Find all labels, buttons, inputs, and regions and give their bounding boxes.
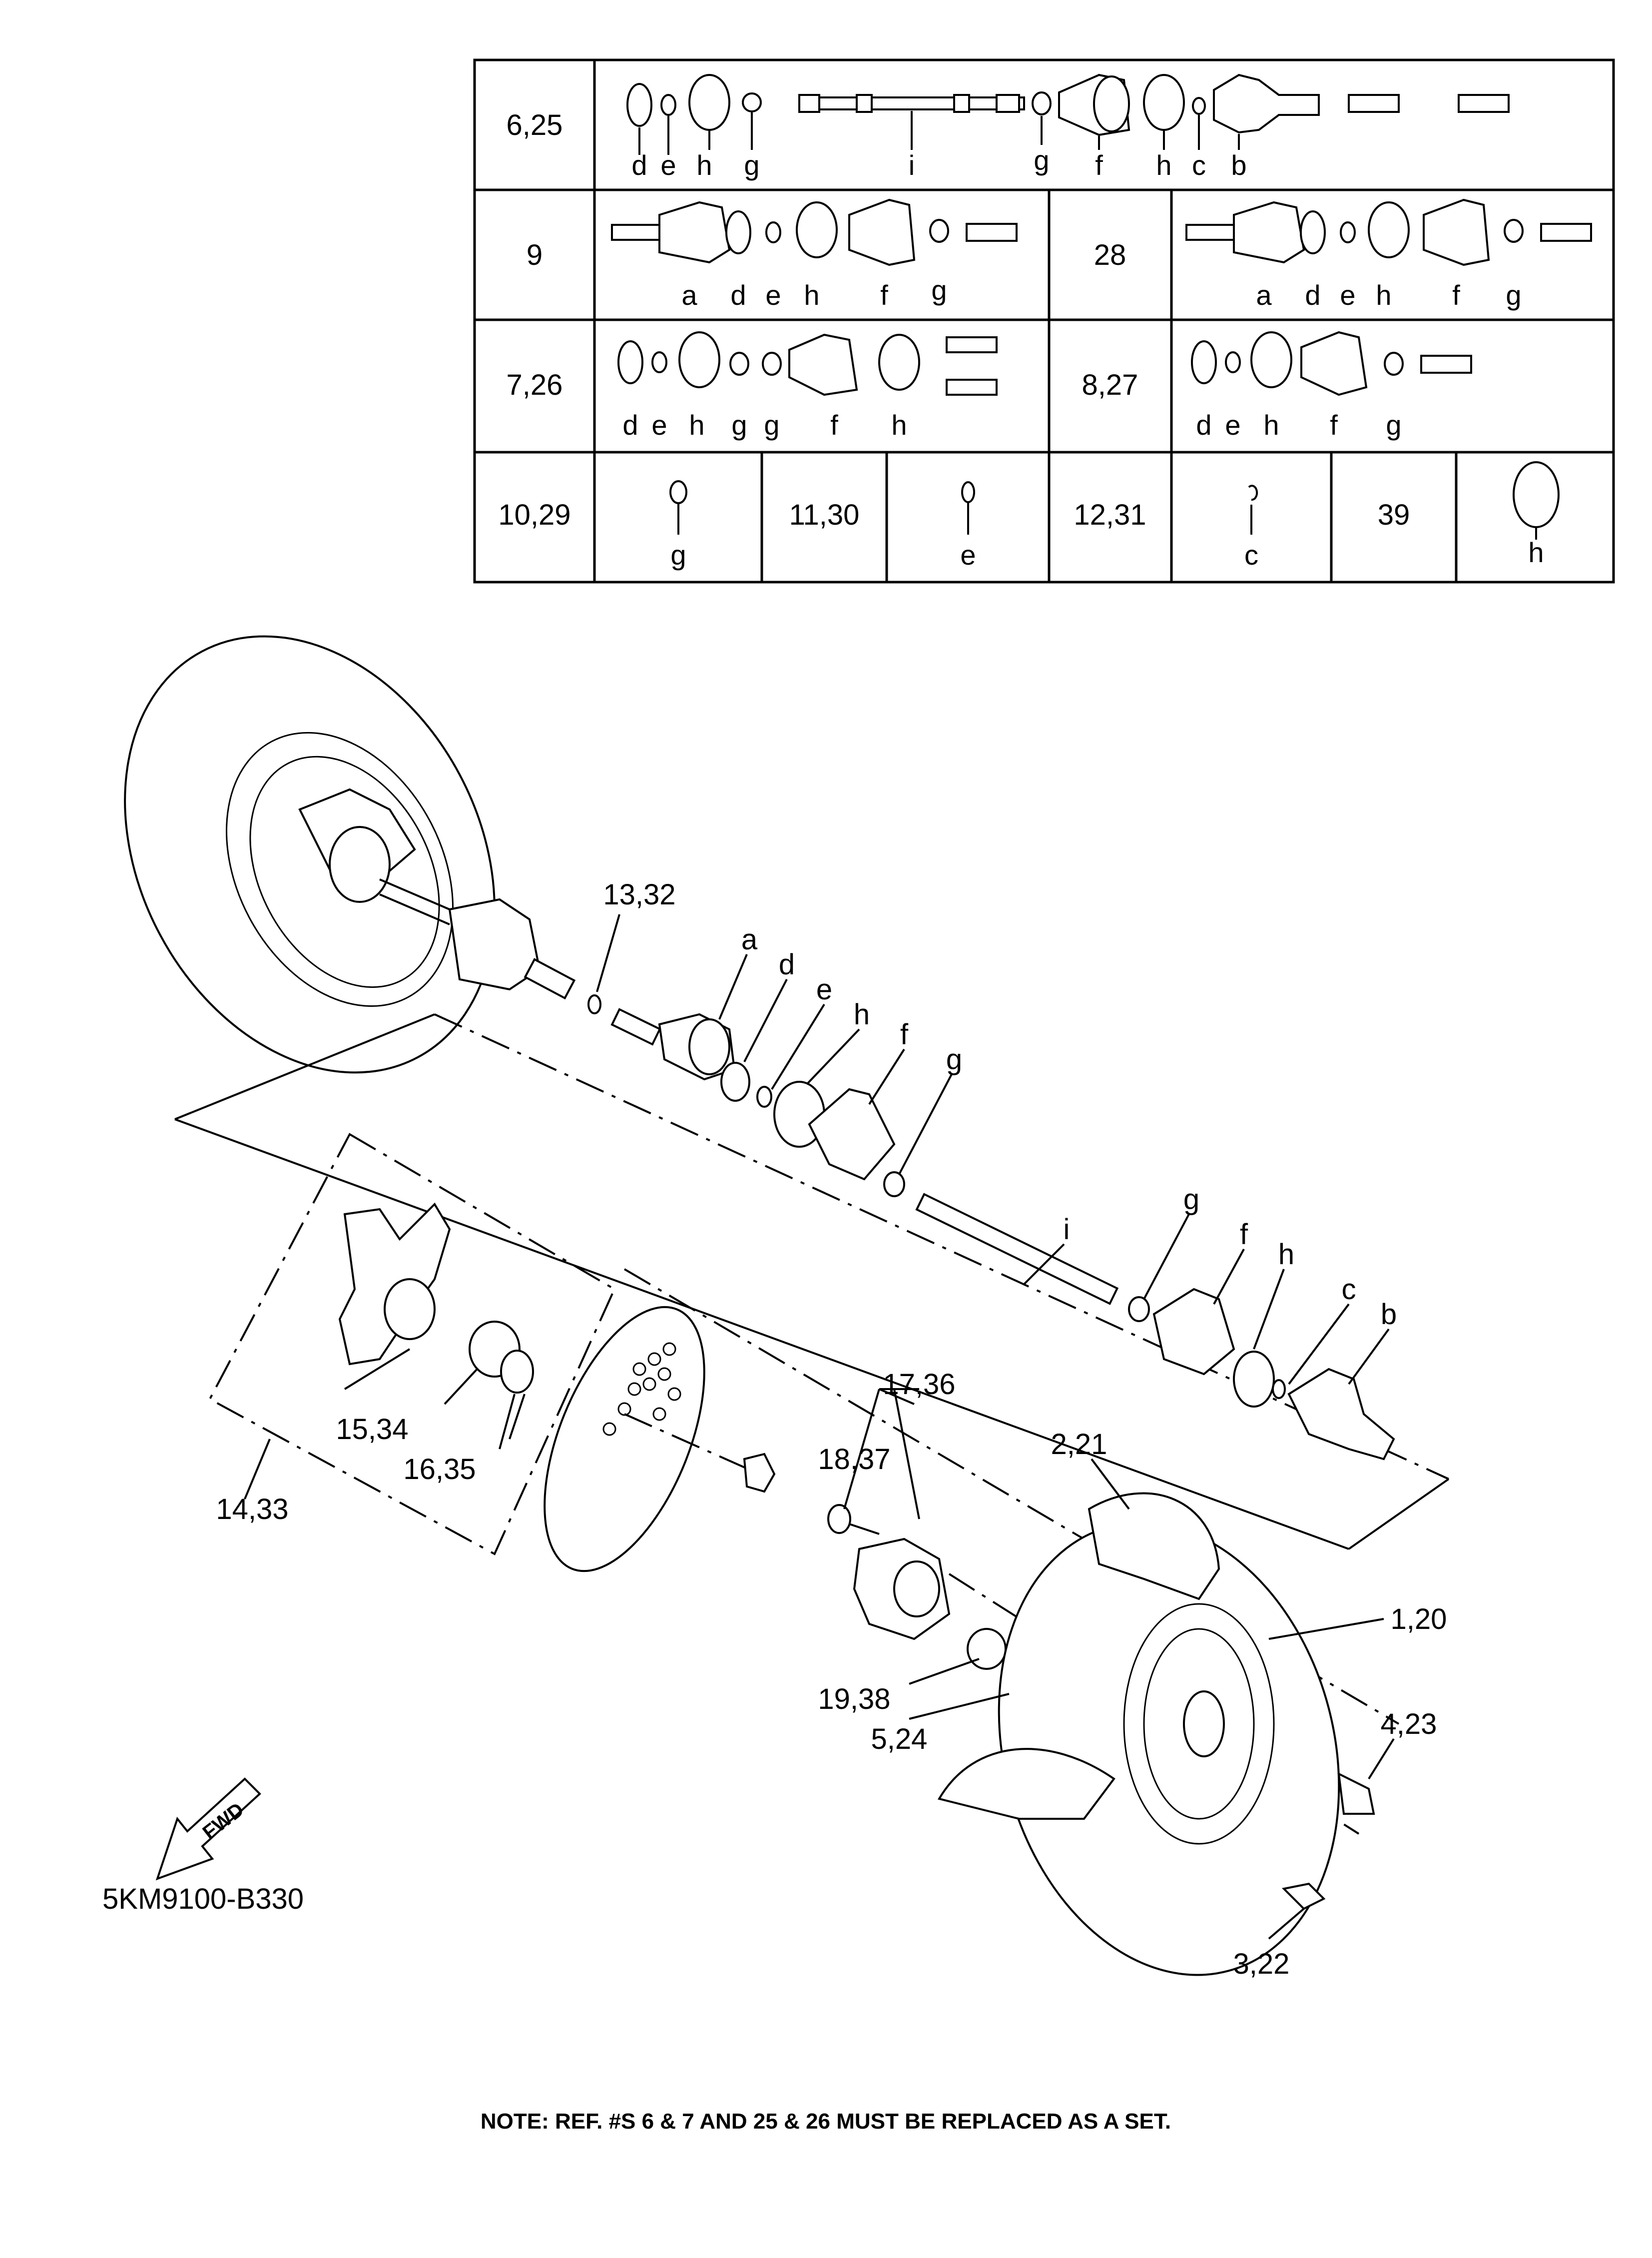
svg-text:g: g (744, 149, 759, 181)
svg-text:e: e (816, 973, 832, 1006)
svg-text:a: a (681, 279, 697, 311)
svg-text:3,22: 3,22 (1233, 1948, 1290, 1980)
left-wheel (124, 635, 576, 1074)
svg-text:d: d (1305, 279, 1320, 311)
svg-text:h: h (891, 409, 907, 441)
table-ref-9: 9 (527, 239, 543, 271)
diagram-code: 5KM9100-B330 (102, 1883, 304, 1915)
svg-text:e: e (1225, 409, 1240, 441)
svg-text:17,36: 17,36 (883, 1368, 955, 1401)
fwd-arrow-icon: FWD (155, 1777, 261, 1881)
svg-text:5,24: 5,24 (871, 1723, 928, 1755)
svg-text:f: f (830, 409, 838, 441)
svg-text:f: f (1240, 1218, 1248, 1251)
svg-text:e: e (960, 539, 976, 571)
svg-text:g: g (764, 409, 779, 441)
svg-text:f: f (900, 1018, 909, 1051)
svg-text:g: g (946, 1043, 962, 1076)
svg-text:i: i (909, 149, 915, 181)
knuckle-group (208, 1133, 616, 1555)
svg-text:g: g (1506, 279, 1521, 311)
table-ref-10-29: 10,29 (498, 499, 570, 531)
svg-text:g: g (1183, 1183, 1199, 1216)
svg-text:h: h (696, 149, 712, 181)
table-ref-12-31: 12,31 (1074, 499, 1146, 531)
svg-text:2,21: 2,21 (1051, 1428, 1107, 1461)
svg-text:a: a (1256, 279, 1272, 311)
svg-text:d: d (730, 279, 746, 311)
replacement-note: NOTE: REF. #S 6 & 7 AND 25 & 26 MUST BE … (481, 2109, 1171, 2134)
svg-text:e: e (660, 149, 676, 181)
leader-lines (244, 914, 1395, 1940)
svg-text:f: f (880, 279, 888, 311)
row2-parts (611, 198, 1592, 266)
svg-text:b: b (1381, 1298, 1397, 1331)
row3-parts (617, 331, 1472, 396)
svg-text:c: c (1342, 1273, 1356, 1306)
table-ref-39: 39 (1378, 499, 1410, 531)
table-ref-7-26: 7,26 (507, 369, 563, 401)
svg-text:e: e (765, 279, 781, 311)
right-wheel (937, 1492, 1375, 1976)
svg-text:g: g (931, 274, 947, 306)
callouts: 13,32 a d e h f g i g f h c b 17,36 18,3… (216, 878, 1447, 1980)
table-ref-8-27: 8,27 (1082, 369, 1138, 401)
row1-letters: d e h g i g f h c b (631, 144, 1246, 181)
svg-text:g: g (1386, 409, 1401, 441)
svg-text:h: h (1263, 409, 1279, 441)
svg-text:d: d (622, 409, 638, 441)
row3-letters: d e h g g f h d e h f g (622, 409, 1401, 441)
row1-parts (626, 73, 1510, 155)
parts-table: 6,25 9 28 7,26 8,27 10,29 11,30 12,31 39 (473, 58, 1615, 584)
svg-text:d: d (631, 149, 647, 181)
svg-text:a: a (741, 923, 758, 956)
svg-text:f: f (1095, 149, 1103, 181)
svg-text:18,37: 18,37 (818, 1443, 890, 1476)
row4-parts: g e c h (669, 461, 1560, 571)
svg-text:f: f (1452, 279, 1460, 311)
axle-components (587, 994, 1395, 1461)
svg-text:g: g (1034, 144, 1049, 176)
svg-text:4,23: 4,23 (1381, 1708, 1437, 1740)
svg-text:16,35: 16,35 (403, 1453, 476, 1486)
table-ref-11-30: 11,30 (789, 499, 860, 531)
svg-text:e: e (1340, 279, 1355, 311)
svg-text:h: h (1278, 1238, 1294, 1271)
svg-text:c: c (1192, 149, 1206, 181)
row2-letters: a d e h f g a d e h f g (681, 274, 1521, 311)
table-ref-28: 28 (1094, 239, 1126, 271)
svg-text:13,32: 13,32 (603, 878, 675, 911)
svg-text:h: h (854, 998, 870, 1031)
svg-text:e: e (651, 409, 667, 441)
svg-text:c: c (1244, 539, 1258, 571)
svg-text:1,20: 1,20 (1391, 1603, 1447, 1635)
table-ref-6-25: 6,25 (507, 109, 563, 141)
svg-text:i: i (1064, 1213, 1070, 1246)
svg-text:19,38: 19,38 (818, 1683, 890, 1715)
svg-text:d: d (1196, 409, 1211, 441)
svg-text:h: h (1528, 537, 1544, 568)
svg-text:b: b (1231, 149, 1246, 181)
svg-text:g: g (670, 539, 686, 571)
svg-text:d: d (779, 948, 795, 981)
svg-text:g: g (731, 409, 747, 441)
svg-text:h: h (689, 409, 704, 441)
svg-text:15,34: 15,34 (336, 1413, 408, 1446)
svg-text:h: h (1376, 279, 1391, 311)
svg-text:h: h (804, 279, 819, 311)
svg-text:h: h (1156, 149, 1171, 181)
svg-text:14,33: 14,33 (216, 1493, 288, 1525)
brake-disc (544, 1306, 776, 1572)
svg-text:f: f (1330, 409, 1338, 441)
